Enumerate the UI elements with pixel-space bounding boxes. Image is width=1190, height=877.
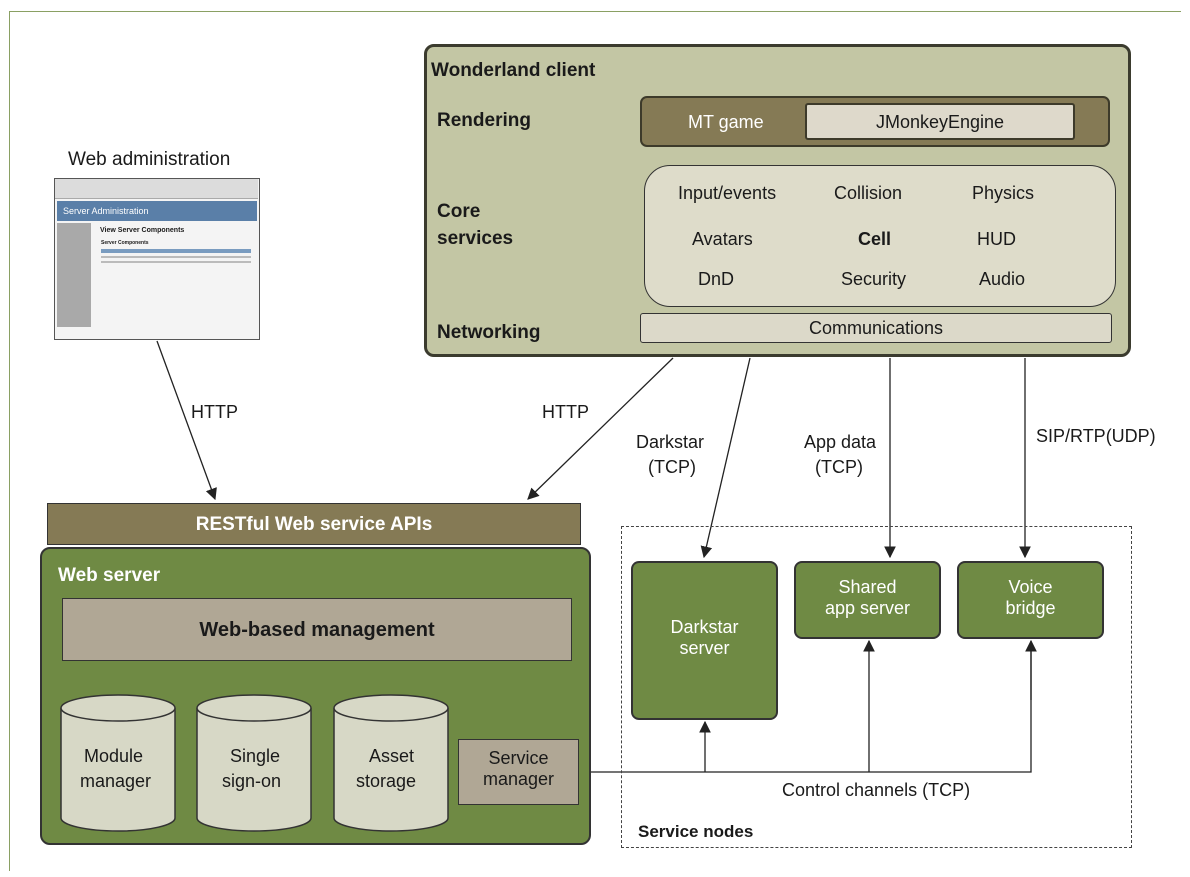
http-client-label: HTTP [542, 402, 589, 422]
client-title: Wonderland client [431, 60, 596, 81]
module-manager-cylinder [60, 694, 176, 832]
jmonkeyengine-label: JMonkeyEngine [875, 112, 1005, 132]
service-manager-label-1: Service [488, 748, 549, 768]
restful-api-bar: RESTful Web service APIs [47, 503, 581, 545]
core-item-dnd: DnD [698, 269, 735, 289]
core-item-avatars: Avatars [692, 229, 753, 249]
core-item-physics: Physics [972, 183, 1035, 203]
admin-table-row [101, 261, 251, 263]
admin-heading: View Server Components [100, 227, 185, 234]
web-admin-title: Web administration [68, 149, 231, 170]
darkstar-server-label-1: Darkstar [670, 617, 739, 637]
service-manager-label-2: manager [482, 769, 555, 789]
sso-label-2: sign-on [222, 771, 282, 791]
darkstar-edge-label-1: Darkstar [636, 432, 705, 452]
communications-box: Communications [640, 313, 1112, 343]
networking-label: Networking [437, 322, 541, 343]
admin-banner: Server Administration [57, 201, 257, 221]
http-admin-arrow [156, 340, 217, 501]
voice-bridge-box: Voice bridge [957, 561, 1104, 639]
voice-bridge-label-1: Voice [1008, 577, 1053, 597]
web-based-management-label: Web-based management [199, 619, 435, 641]
service-nodes-title: Service nodes [638, 822, 754, 841]
restful-api-label: RESTful Web service APIs [195, 514, 433, 535]
web-admin-screenshot: Server Administration View Server Compon… [54, 178, 260, 340]
sip-label: SIP/RTP(UDP) [1036, 426, 1156, 446]
browser-toolbar [55, 179, 258, 199]
app-data-label-1: App data [804, 432, 877, 452]
service-nodes-box [621, 526, 1132, 848]
control-channels-label: Control channels (TCP) [782, 780, 971, 800]
shared-app-server-label-2: app server [824, 598, 911, 618]
core-services-label-2: services [437, 228, 514, 249]
figure-frame [9, 11, 1181, 871]
shared-app-server-box: Shared app server [794, 561, 941, 639]
core-item-cell: Cell [858, 229, 892, 249]
service-manager-box: Service manager [458, 739, 579, 805]
http-client-arrow [527, 357, 674, 500]
core-services-label-1: Core [437, 201, 481, 222]
darkstar-server-label-2: server [679, 638, 730, 658]
admin-table-row [101, 256, 251, 258]
http-admin-label: HTTP [191, 402, 238, 422]
core-item-input-events: Input/events [678, 183, 777, 203]
web-server-title: Web server [58, 565, 161, 586]
core-item-security: Security [841, 269, 907, 289]
shared-app-server-label-1: Shared [838, 577, 897, 597]
asset-storage-cylinder [333, 694, 449, 832]
darkstar-server-box: Darkstar server [631, 561, 778, 720]
core-item-audio: Audio [979, 269, 1026, 289]
mt-game-label: MT game [688, 112, 764, 132]
darkstar-edge-label-2: (TCP) [648, 457, 696, 477]
admin-subheading: Server Components [101, 240, 149, 246]
core-services-box [644, 165, 1116, 307]
rendering-label: Rendering [437, 110, 531, 131]
darkstar-arrow [700, 357, 751, 559]
app-data-label-2: (TCP) [815, 457, 863, 477]
module-manager-label-1: Module [84, 746, 144, 766]
admin-table [101, 249, 251, 253]
sso-label-1: Single [230, 746, 281, 766]
asset-label-1: Asset [369, 746, 415, 766]
admin-banner-title: Server Administration [63, 206, 149, 216]
web-based-management-box: Web-based management [62, 598, 572, 661]
voice-bridge-label-2: bridge [1005, 598, 1056, 618]
single-sign-on-cylinder [196, 694, 312, 832]
admin-sidebar [57, 223, 91, 327]
asset-label-2: storage [356, 771, 417, 791]
communications-label: Communications [808, 318, 944, 338]
jmonkeyengine-box: JMonkeyEngine [805, 103, 1075, 140]
module-manager-label-2: manager [80, 771, 152, 791]
core-item-hud: HUD [977, 229, 1016, 249]
core-item-collision: Collision [834, 183, 903, 203]
